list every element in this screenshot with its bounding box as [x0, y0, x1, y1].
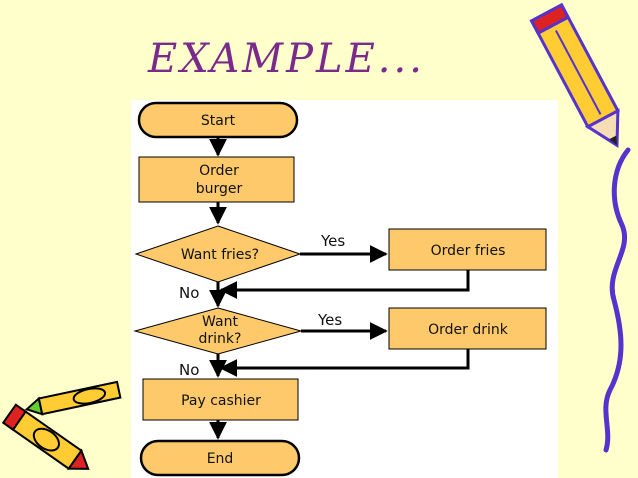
pencil-icon	[529, 2, 620, 148]
want-fries-label: Want fries?	[181, 247, 259, 263]
pay-cashier-label: Pay cashier	[181, 393, 261, 409]
start-label: Start	[201, 113, 236, 129]
edge-fries-merge	[219, 270, 470, 299]
flowchart-panel: Start Order burger Want fries? Yes Order…	[131, 100, 558, 478]
yes-drink-label: Yes	[317, 311, 342, 329]
end-label: End	[207, 451, 234, 467]
squiggle-line	[603, 147, 631, 453]
order-burger-label-line2: burger	[196, 181, 243, 197]
edge-drink-merge	[219, 349, 470, 377]
order-burger-label-line1: Order	[199, 163, 239, 179]
slide-title: EXAMPLE...	[148, 36, 425, 82]
no-fries-label: No	[179, 284, 199, 302]
pencils-icon	[1, 380, 122, 471]
want-drink-label-line1: Want	[202, 314, 238, 330]
no-drink-label: No	[179, 361, 199, 379]
want-fries-decision: Want fries?	[134, 225, 302, 283]
pay-cashier-node: Pay cashier	[142, 378, 299, 421]
yes-fries-label: Yes	[320, 232, 345, 250]
order-fries-node: Order fries	[388, 228, 547, 271]
order-burger-node: Order burger	[138, 156, 295, 203]
order-fries-label: Order fries	[431, 243, 506, 259]
order-drink-node: Order drink	[388, 307, 547, 350]
order-drink-label: Order drink	[428, 322, 509, 338]
end-node: End	[139, 439, 301, 477]
want-drink-label-line2: drink?	[199, 331, 242, 347]
flowchart: Start Order burger Want fries? Yes Order…	[133, 101, 547, 477]
want-drink-decision: Want drink?	[133, 307, 303, 355]
